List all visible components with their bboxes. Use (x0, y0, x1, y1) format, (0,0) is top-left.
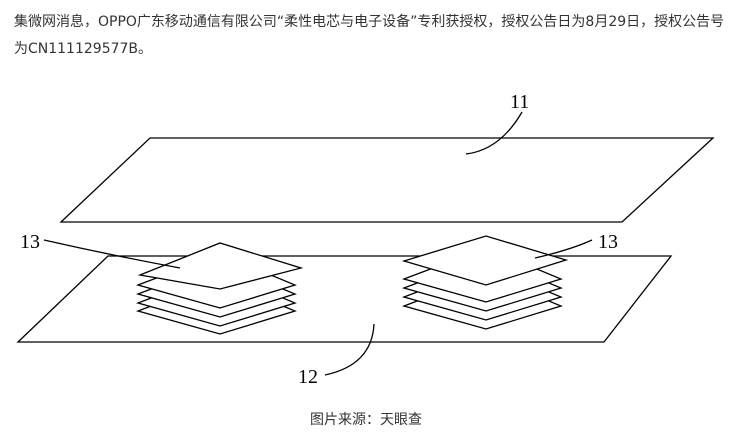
label-12: 12 (298, 366, 318, 388)
left-layer-stack (135, 242, 304, 335)
patent-figure: 11 12 13 13 (16, 91, 715, 388)
article-paragraph: 集微网消息，OPPO广东移动通信有限公司“柔性电芯与电子设备”专利获授权，授权公… (14, 14, 725, 57)
leader-line-13-left (43, 239, 181, 269)
label-11: 11 (510, 91, 529, 113)
leader-line-12 (324, 323, 375, 376)
leader-line-13-right (534, 239, 593, 259)
label-13-right: 13 (598, 231, 618, 253)
leader-line-11 (465, 111, 523, 155)
right-layer-stack (401, 235, 569, 330)
figure-caption: 图片来源：天眼查 (310, 412, 422, 428)
bottom-plate (16, 255, 673, 343)
label-13-left: 13 (20, 231, 40, 253)
top-plate (59, 137, 715, 223)
